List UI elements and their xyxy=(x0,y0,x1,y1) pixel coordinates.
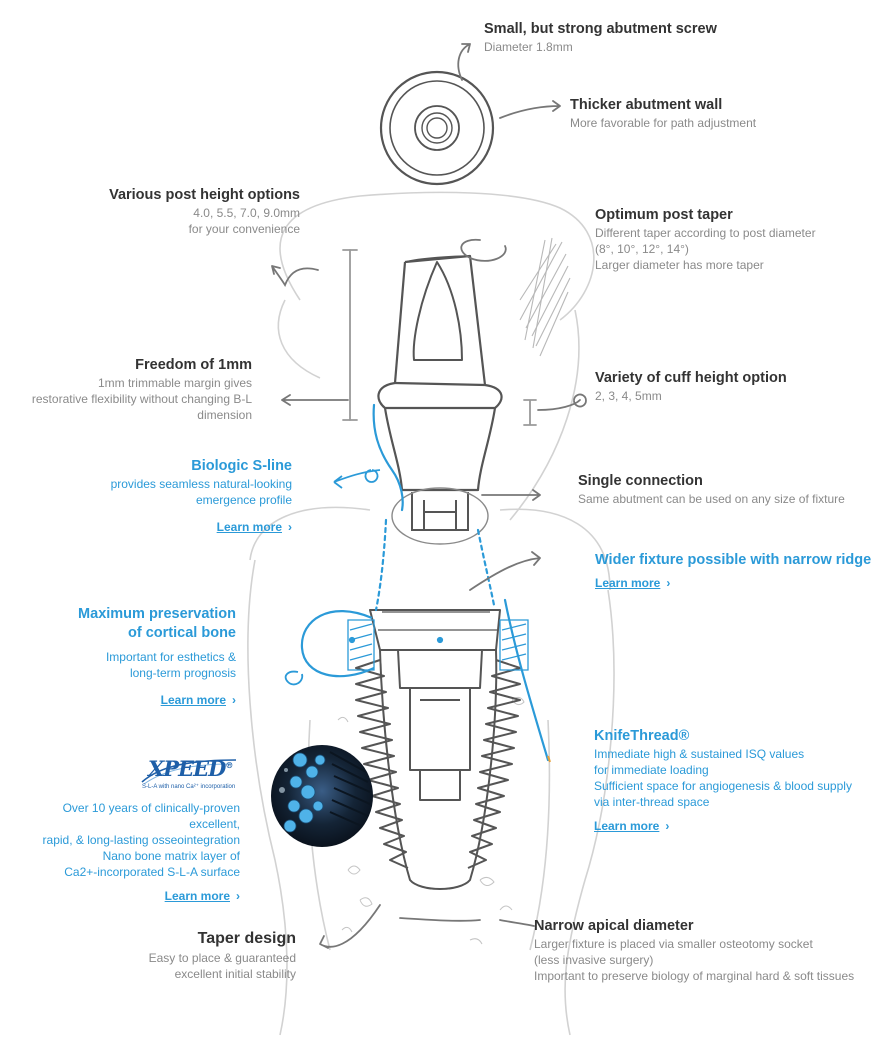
connection xyxy=(391,487,489,545)
callout-cuff-height: Variety of cuff height option 2, 3, 4, 5… xyxy=(595,369,787,404)
sline-arrow xyxy=(333,469,381,489)
surface-micrograph xyxy=(271,745,373,847)
title: Freedom of 1mm xyxy=(135,357,252,373)
learn-more-link-cortical[interactable]: Learn more › xyxy=(161,693,236,707)
desc-line: for your convenience xyxy=(188,222,300,236)
learn-more-link-sline[interactable]: Learn more › xyxy=(217,520,292,534)
title: Optimum post taper xyxy=(595,207,733,223)
link-label: Learn more xyxy=(594,819,660,833)
chevron-right-icon: › xyxy=(665,819,670,833)
callout-cortical-bone: Maximum preservation of cortical bone Im… xyxy=(78,605,236,709)
callout-freedom-1mm: Freedom of 1mm 1mm trimmable margin give… xyxy=(32,356,252,423)
desc-line: Same abutment can be used on any size of… xyxy=(578,492,845,506)
learn-more-link-knifethread[interactable]: Learn more › xyxy=(594,819,669,833)
cortical-loop xyxy=(300,610,375,678)
callout-apical-diameter: Narrow apical diameter Larger fixture is… xyxy=(534,917,854,984)
desc-line: for immediate loading xyxy=(594,763,709,777)
callout-biologic-sline: Biologic S-line provides seamless natura… xyxy=(111,457,292,536)
link-label: Learn more xyxy=(595,576,661,590)
chevron-right-icon: › xyxy=(236,889,240,903)
accent-lines xyxy=(348,403,550,762)
cortical-hatch xyxy=(347,619,529,671)
title: Biologic S-line xyxy=(191,458,292,474)
callout-single-connection: Single connection Same abutment can be u… xyxy=(578,472,845,507)
thread-mark xyxy=(547,755,551,763)
callout-xpeed: Over 10 years of clinically-proven excel… xyxy=(43,800,240,905)
callout-abutment-wall: Thicker abutment wall More favorable for… xyxy=(570,96,756,131)
desc-line: 4.0, 5.5, 7.0, 9.0mm xyxy=(193,206,300,220)
title: Narrow apical diameter xyxy=(534,918,694,934)
desc-line: provides seamless natural-looking xyxy=(110,477,292,491)
desc-line: 2, 3, 4, 5mm xyxy=(595,389,662,403)
desc-line: rapid, & long-lasting osseointegration xyxy=(42,833,240,847)
hatch-scribble xyxy=(519,237,571,357)
link-label: Learn more xyxy=(164,889,230,903)
desc-line: (less invasive surgery) xyxy=(534,953,654,967)
abutment-top-view xyxy=(379,70,495,186)
desc-line: via inter-thread space xyxy=(594,795,710,809)
desc-line: Sufficient space for angiogenesis & bloo… xyxy=(594,779,852,793)
title: KnifeThread® xyxy=(594,728,690,744)
title: Maximum preservation xyxy=(78,606,236,622)
callout-knifethread: KnifeThread® Immediate high & sustained … xyxy=(594,727,852,835)
desc-line: Nano bone matrix layer of xyxy=(102,849,240,863)
learn-more-link-xpeed[interactable]: Learn more › xyxy=(165,889,240,903)
title: Small, but strong abutment screw xyxy=(484,21,717,37)
desc-line: excellent initial stability xyxy=(174,967,296,981)
pointer-arrows xyxy=(271,43,587,949)
desc-line: 1mm trimmable margin gives xyxy=(97,376,252,390)
desc-line: Larger fixture is placed via smaller ost… xyxy=(534,937,813,951)
callout-taper-design: Taper design Easy to place & guaranteed … xyxy=(149,928,296,982)
title: Single connection xyxy=(578,473,703,489)
desc-line: Ca2+-incorporated S-L-A surface xyxy=(64,865,240,879)
desc-line: (8°, 10°, 12°, 14°) xyxy=(595,242,689,256)
fixture xyxy=(355,609,521,890)
logo-wordmark: XPEED® xyxy=(148,756,233,781)
xpeed-logo: XPEED® S-L-A with nano Ca²⁺ incorporatio… xyxy=(140,756,240,794)
callout-post-taper: Optimum post taper Different taper accor… xyxy=(595,206,816,273)
learn-more-link-wider[interactable]: Learn more › xyxy=(595,576,670,590)
link-label: Learn more xyxy=(216,520,282,534)
logo-tagline: S-L-A with nano Ca²⁺ incorporation xyxy=(142,784,236,790)
desc-line: Important for esthetics & xyxy=(105,650,236,664)
title: Variety of cuff height option xyxy=(595,370,787,386)
title: of cortical bone xyxy=(128,625,236,641)
desc-line: Diameter 1.8mm xyxy=(484,40,573,54)
callout-abutment-screw: Small, but strong abutment screw Diamete… xyxy=(484,20,717,55)
desc-line: excellent, xyxy=(189,817,240,831)
bone-scribbles xyxy=(337,696,525,945)
abutment-body xyxy=(377,254,503,492)
desc-line: long-term prognosis xyxy=(129,666,236,680)
callout-post-height: Various post height options 4.0, 5.5, 7.… xyxy=(109,186,300,237)
desc-line: Immediate high & sustained ISQ values xyxy=(594,747,805,761)
cortical-loop-arrow xyxy=(284,670,304,686)
desc-line: Different taper according to post diamet… xyxy=(595,226,816,240)
desc-line: Important to preserve biology of margina… xyxy=(534,969,855,983)
tooth-outline-sketch xyxy=(247,191,615,1036)
chevron-right-icon: › xyxy=(232,693,236,707)
title: Taper design xyxy=(197,930,296,947)
desc-line: restorative flexibility without changing… xyxy=(31,392,252,406)
desc-line: Over 10 years of clinically-proven xyxy=(62,801,240,815)
title: Wider fixture possible with narrow ridge xyxy=(595,552,871,568)
title: Various post height options xyxy=(109,187,300,203)
desc-line: Larger diameter has more taper xyxy=(595,258,764,272)
link-label: Learn more xyxy=(160,693,226,707)
desc-line: dimension xyxy=(197,408,252,422)
chevron-right-icon: › xyxy=(666,576,671,590)
desc-line: More favorable for path adjustment xyxy=(570,116,757,130)
xpeed-swoosh-icon xyxy=(141,759,237,785)
desc-line: emergence profile xyxy=(195,493,292,507)
callout-wider-fixture: Wider fixture possible with narrow ridge… xyxy=(595,551,871,592)
chevron-right-icon: › xyxy=(288,520,292,534)
desc-line: Easy to place & guaranteed xyxy=(148,951,296,965)
title: Thicker abutment wall xyxy=(570,97,723,113)
